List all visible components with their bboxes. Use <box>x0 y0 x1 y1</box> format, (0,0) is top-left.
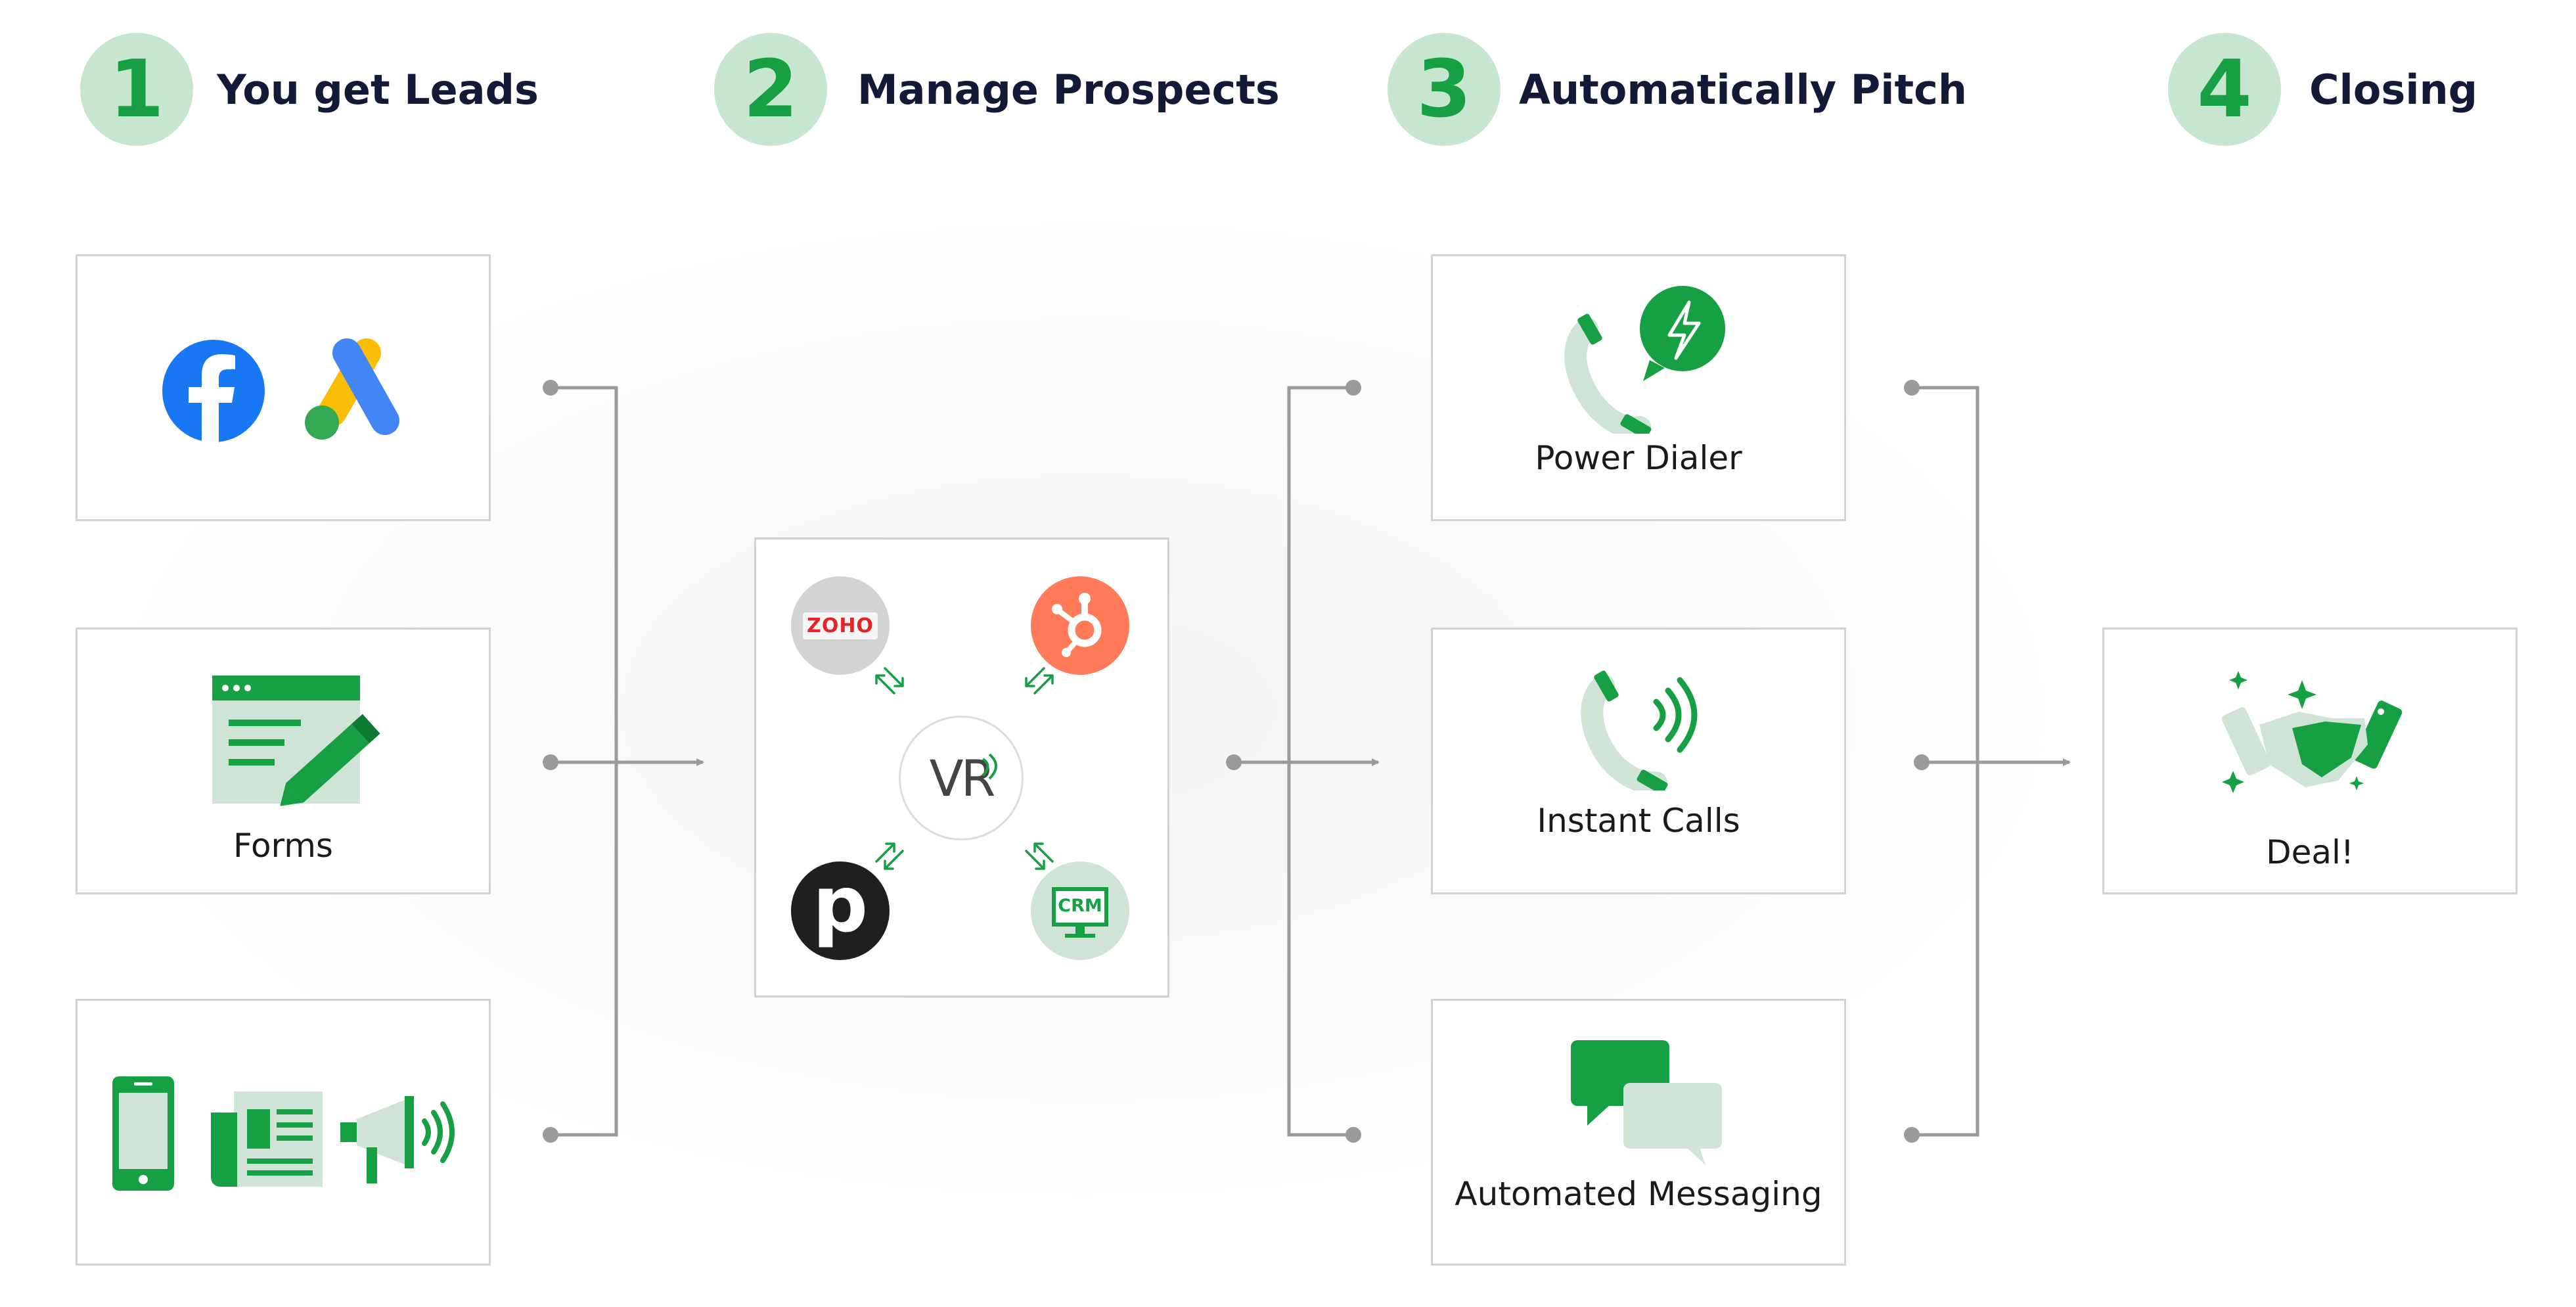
step-1-number: 1 <box>80 33 193 146</box>
step-3-label: Automatically Pitch <box>1519 66 1967 114</box>
signal-icon <box>982 753 997 780</box>
automated-messaging-card: Automated Messaging <box>1431 999 1846 1266</box>
vr-logo-text: VR <box>929 748 996 808</box>
step-2-label: Manage Prospects <box>857 66 1280 114</box>
messaging-icon <box>1571 1040 1722 1165</box>
power-dialer-icon <box>1564 286 1725 434</box>
google-ads-icon <box>305 338 399 440</box>
sync-arrows <box>875 667 1054 870</box>
vr-logo: VR <box>899 716 1024 840</box>
ads-card <box>76 254 491 521</box>
deal-label: Deal! <box>2266 833 2354 871</box>
forms-label: Forms <box>233 827 333 865</box>
forms-card: Forms <box>76 628 491 894</box>
mobile-phone-icon <box>112 1076 174 1191</box>
instant-calls-label: Instant Calls <box>1537 802 1740 840</box>
step-4-number: 4 <box>2168 33 2281 146</box>
form-edit-icon <box>212 676 380 806</box>
step-4-label: Closing <box>2309 66 2478 114</box>
crm-integrations-card: ZOHO VR p CRM <box>754 538 1169 997</box>
power-dialer-card: Power Dialer <box>1431 254 1846 521</box>
facebook-icon <box>162 340 265 442</box>
deal-card: Deal! <box>2102 628 2518 894</box>
media-card <box>76 999 491 1266</box>
instant-call-icon <box>1581 670 1698 791</box>
zoho-logo: ZOHO <box>791 576 890 675</box>
megaphone-icon <box>340 1096 455 1183</box>
automated-messaging-label: Automated Messaging <box>1455 1175 1822 1213</box>
pipedrive-logo-text: p <box>812 859 869 950</box>
step-1-label: You get Leads <box>217 66 539 114</box>
handshake-icon <box>2221 671 2403 793</box>
hubspot-sprocket-icon <box>1052 593 1102 657</box>
crm-icon: CRM <box>1031 861 1129 960</box>
hubspot-logo <box>1031 576 1129 675</box>
pipedrive-logo: p <box>791 861 890 960</box>
step-3-number: 3 <box>1388 33 1501 146</box>
newspaper-icon <box>211 1091 323 1187</box>
crm-monitor-icon <box>1052 887 1108 938</box>
power-dialer-label: Power Dialer <box>1535 439 1742 477</box>
zoho-logo-text: ZOHO <box>803 612 878 639</box>
instant-calls-card: Instant Calls <box>1431 628 1846 894</box>
crm-icon-text: CRM <box>1058 896 1102 916</box>
step-2-number: 2 <box>714 33 827 146</box>
